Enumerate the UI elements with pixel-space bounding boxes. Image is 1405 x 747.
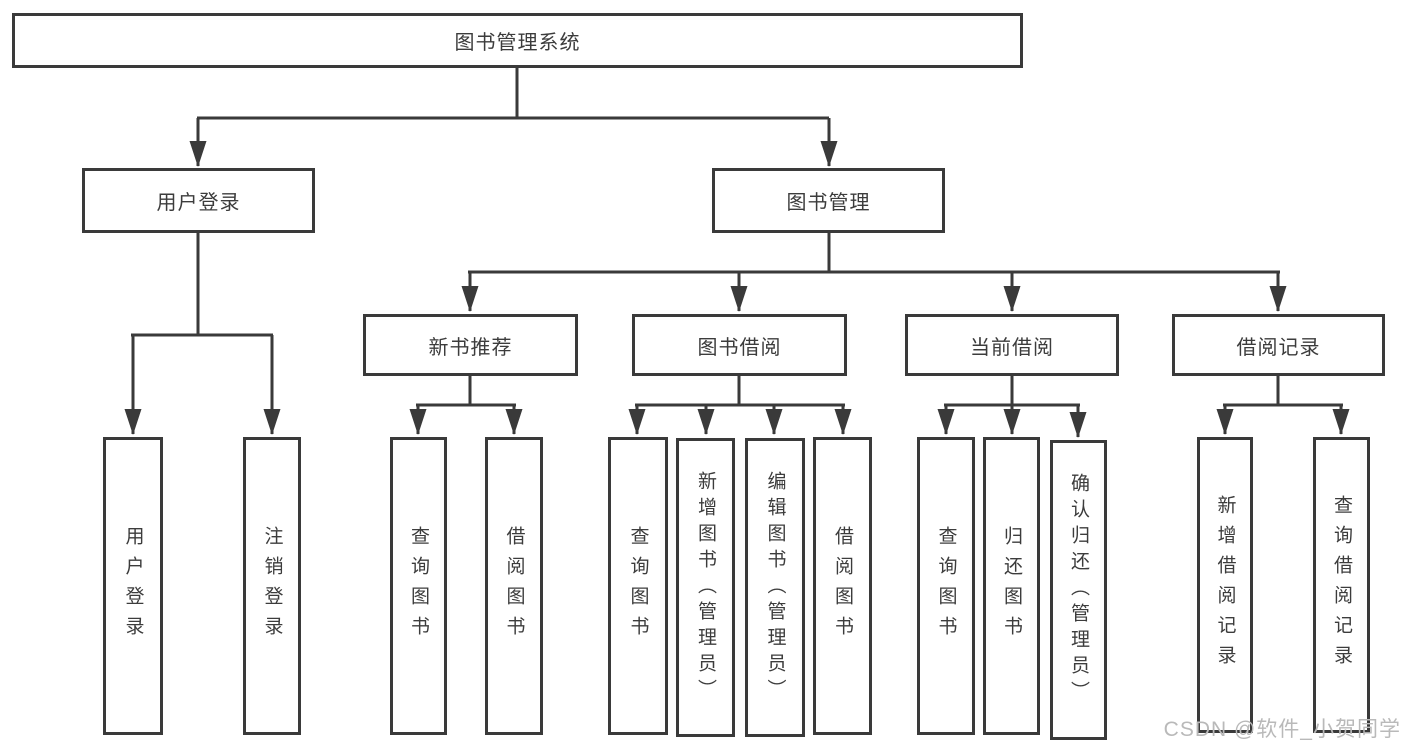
node-leaf-query-books-c-label: 查询图书: [935, 526, 957, 646]
node-book-management: 图书管理: [712, 168, 945, 233]
node-leaf-logout: 注销登录: [243, 437, 301, 735]
node-leaf-return-books-label: 归还图书: [1001, 526, 1022, 646]
node-leaf-add-books-admin-label: 新增图书（管理员）: [695, 470, 716, 705]
node-user-login-label: 用户登录: [156, 192, 241, 214]
node-leaf-query-borrow-record-label: 查询借阅记录: [1331, 495, 1352, 675]
node-leaf-add-borrow-record: 新增借阅记录: [1197, 437, 1253, 733]
node-leaf-confirm-return-admin: 确认归还（管理员）: [1050, 440, 1107, 740]
node-leaf-edit-books-admin: 编辑图书（管理员）: [745, 438, 805, 737]
csdn-watermark: CSDN @软件_小贺同学: [1163, 718, 1401, 741]
node-new-book-recommend-label: 新书推荐: [428, 336, 513, 359]
node-leaf-edit-books-admin-label: 编辑图书（管理员）: [764, 470, 786, 705]
node-leaf-query-borrow-record: 查询借阅记录: [1313, 437, 1370, 733]
node-leaf-query-books-b: 查询图书: [608, 437, 668, 735]
node-leaf-borrow-books-a-label: 借阅图书: [503, 526, 525, 646]
node-current-borrowing: 当前借阅: [905, 314, 1119, 376]
node-leaf-add-borrow-record-label: 新增借阅记录: [1214, 495, 1236, 675]
node-leaf-query-books-a: 查询图书: [390, 437, 447, 735]
node-leaf-user-login: 用户登录: [103, 437, 163, 735]
node-leaf-confirm-return-admin-label: 确认归还（管理员）: [1068, 473, 1089, 707]
node-leaf-borrow-books-b: 借阅图书: [813, 437, 872, 735]
node-leaf-add-books-admin: 新增图书（管理员）: [676, 438, 735, 737]
node-leaf-user-login-label: 用户登录: [122, 526, 144, 646]
node-leaf-borrow-books-a: 借阅图书: [485, 437, 543, 735]
node-leaf-return-books: 归还图书: [983, 437, 1040, 735]
node-current-borrowing-label: 当前借阅: [970, 336, 1054, 359]
node-book-borrowing: 图书借阅: [632, 314, 847, 376]
node-leaf-borrow-books-b-label: 借阅图书: [832, 526, 853, 646]
node-book-management-label: 图书管理: [786, 192, 871, 214]
node-root-label: 图书管理系统: [454, 32, 581, 54]
node-leaf-query-books-a-label: 查询图书: [408, 526, 429, 646]
node-new-book-recommend: 新书推荐: [363, 314, 578, 376]
node-borrowing-records-label: 借阅记录: [1236, 336, 1321, 359]
node-leaf-logout-label: 注销登录: [261, 526, 283, 646]
node-book-borrowing-label: 图书借阅: [697, 336, 782, 359]
node-leaf-query-books-c: 查询图书: [917, 437, 975, 735]
node-user-login: 用户登录: [82, 168, 315, 233]
node-leaf-query-books-b-label: 查询图书: [627, 526, 649, 646]
node-borrowing-records: 借阅记录: [1172, 314, 1385, 376]
node-root: 图书管理系统: [12, 13, 1023, 68]
